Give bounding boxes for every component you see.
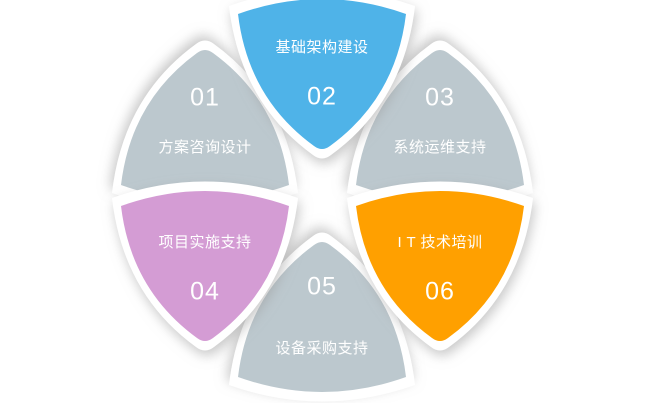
petal-02-label: 基础架构建设 (275, 39, 368, 56)
petal-01[interactable]: 01 方案咨询设计 (112, 40, 298, 210)
petal-02[interactable]: 基础架构建设 02 (229, 0, 415, 159)
petal-06[interactable]: I T 技术培训 06 (347, 181, 533, 351)
petal-02-number: 02 (307, 83, 337, 111)
petal-03-label: 系统运维支持 (393, 139, 486, 156)
petal-06-number: 06 (425, 278, 455, 306)
petal-04-label: 项目实施支持 (158, 234, 251, 251)
petal-03[interactable]: 03 系统运维支持 (347, 40, 533, 210)
petal-03-number: 03 (425, 84, 455, 112)
petal-01-number: 01 (190, 84, 220, 112)
petal-05-label: 设备采购支持 (275, 340, 368, 357)
petal-06-label: I T 技术培训 (397, 234, 482, 251)
petal-05-number: 05 (307, 273, 337, 301)
petal-04-number: 04 (190, 278, 220, 306)
petal-01-label: 方案咨询设计 (158, 138, 251, 156)
petal-05[interactable]: 05 设备采购支持 (229, 232, 415, 402)
petal-04[interactable]: 项目实施支持 04 (112, 181, 298, 351)
